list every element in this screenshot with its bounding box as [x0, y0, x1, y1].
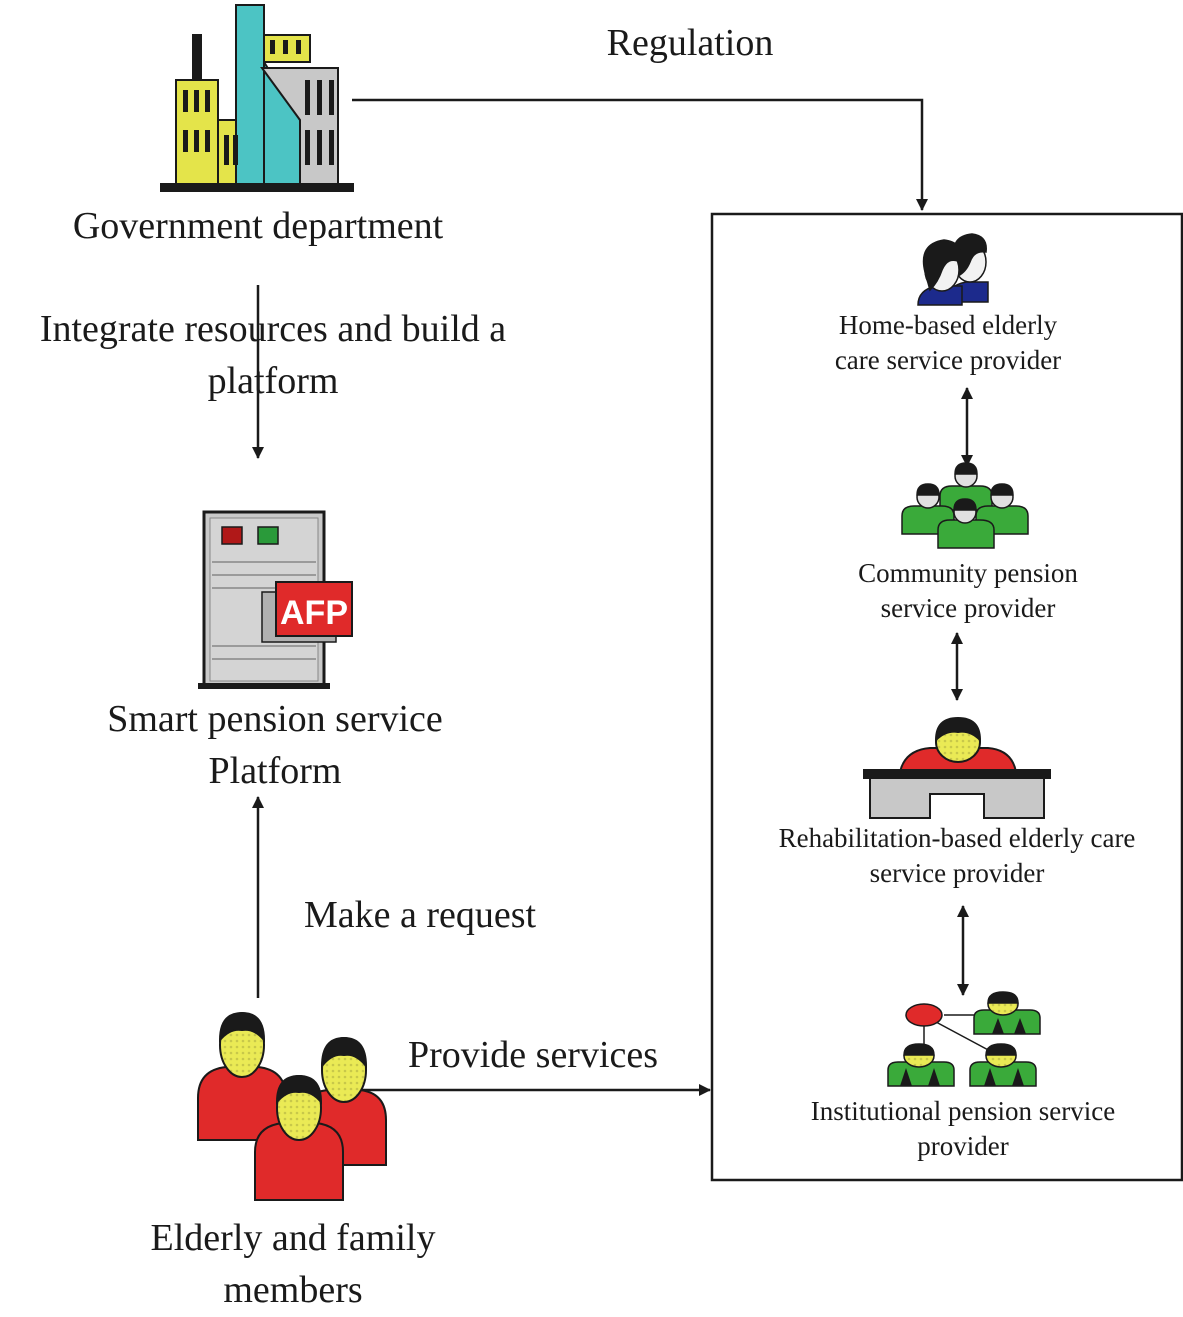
institutional-provider-label-line1: Institutional pension service [811, 1096, 1115, 1126]
platform-label-line1: Smart pension service [107, 698, 443, 740]
edge-request-label: Make a request [304, 894, 537, 936]
edge-regulation-label: Regulation [607, 22, 774, 64]
org-structure-icon [887, 991, 1041, 1087]
edge-provide-label: Provide services [408, 1034, 658, 1076]
elderly-people-icon [197, 1011, 387, 1201]
desk-person-icon [863, 716, 1051, 819]
home-provider-label-line2: care service provider [835, 345, 1061, 375]
government-label: Government department [73, 205, 444, 247]
connector-regulation [352, 98, 928, 211]
server-icon [198, 510, 353, 689]
edge-integrate-label-line2: platform [208, 360, 339, 402]
elderly-label-line2: members [223, 1269, 362, 1311]
institutional-provider-label-line2: provider [917, 1131, 1008, 1161]
two-people-icon [917, 233, 989, 306]
server-badge: AFP [280, 594, 348, 632]
edge-integrate-label-line1: Integrate resources and build a [40, 308, 506, 350]
elderly-label-line1: Elderly and family [151, 1217, 436, 1259]
home-provider-label-line1: Home-based elderly [839, 310, 1058, 340]
platform-label-line2: Platform [209, 750, 342, 792]
government-building-icon [160, 4, 354, 192]
community-provider-label-line2: service provider [881, 593, 1056, 623]
rehab-provider-label-line2: service provider [870, 858, 1045, 888]
community-provider-label-line1: Community pension [858, 558, 1078, 588]
provider-container [710, 212, 1183, 1182]
group-people-icon [901, 462, 1029, 549]
rehab-provider-label-line1: Rehabilitation-based elderly care [779, 823, 1136, 853]
